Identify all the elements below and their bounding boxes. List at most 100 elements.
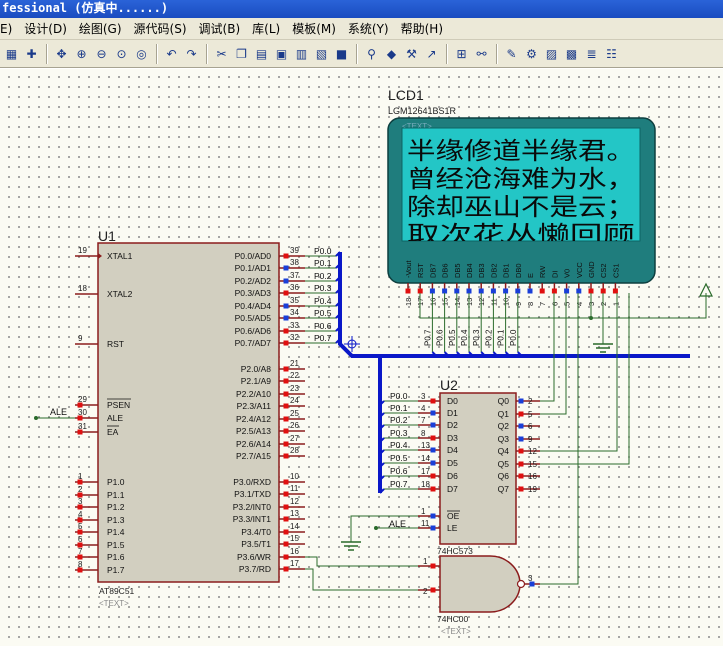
copy-icon[interactable]: ❐ [236,46,247,61]
u2-pin-state-marker [518,486,524,492]
menu-item-6[interactable]: 模板(M) [292,22,336,36]
u2-pin-name: D2 [447,420,458,430]
u1-pin-number: 4 [78,510,83,519]
u1-pin-number: 1 [78,472,83,481]
menu-item-1[interactable]: 设计(D) [24,22,67,36]
packaging-tool-icon[interactable]: ⚒ [406,46,417,61]
wr-to-gate-wire [305,556,418,567]
wire-junction [374,526,378,530]
property-tool-icon[interactable]: ✎ [506,46,517,61]
lcd-pin-name: DB2 [489,263,498,278]
u1-pin-number: 19 [78,246,87,255]
u2-pin-name: Q5 [498,459,510,469]
block-copy-icon[interactable]: ▣ [275,46,288,61]
menu-item-4[interactable]: 调试(B) [198,22,241,36]
block-delete-icon[interactable]: ■ [335,46,348,61]
pick-device-icon[interactable]: ⚲ [367,46,376,61]
u1-pin-state-marker [283,441,289,447]
zoom-all-icon[interactable]: ⊙ [116,46,127,61]
origin-icon[interactable]: ✚ [26,46,37,61]
pan-icon[interactable]: ✥ [56,46,67,61]
u2-part-label: 74HC573 [437,546,473,556]
q5-to-cs1-wire [540,293,630,465]
u2-pin-number: 17 [421,467,430,476]
zoom-out-icon[interactable]: ⊖ [96,46,107,61]
u2-pin-state-marker [430,447,436,453]
menu-item-0[interactable]: E) [0,22,13,36]
lcd-pin-state-marker [429,288,435,294]
u1-pin-name: P3.6/WR [237,552,271,562]
u1-pin-name: P3.3/INT1 [233,514,272,524]
u1-pin-name: P2.1/A9 [241,376,272,386]
block-move-icon[interactable]: ▥ [295,46,308,61]
u1-pin-state-marker [77,492,83,498]
make-device-icon[interactable]: ◆ [386,46,397,61]
u1-pin-state-marker [77,567,83,573]
u2-pin-name: Q6 [498,471,510,481]
u1-pin-number: 25 [290,409,299,418]
block-rotate-icon[interactable]: ▧ [315,46,328,61]
schematic-drawing[interactable]: LCD1LGM12641BS1R<TEXT>半缘修道半缘君。曾经沧海难为水，除却… [0,69,723,646]
u1-pin-name: P2.2/A10 [236,389,271,399]
lcd-pin-name: VCC [575,262,584,278]
u1-pin-name: P0.7/AD7 [235,338,272,348]
u1-pin-state-marker [77,429,83,435]
undo-icon[interactable]: ↶ [166,46,177,61]
search-icon[interactable]: ⚯ [476,46,487,61]
u2-pin-state-marker [430,398,436,404]
u2-net-label: P0.6 [390,466,408,476]
bom-icon[interactable]: ≣ [586,46,597,61]
u1-pin-number: 7 [78,547,83,556]
u1-pin-state-marker [283,378,289,384]
u1-pin-name: P3.2/INT0 [233,502,272,512]
grid-icon[interactable]: ▦ [5,46,18,61]
u2-pin-state-marker [518,436,524,442]
design-explorer-icon[interactable]: ⚙ [526,46,537,61]
remove-sheet-icon[interactable]: ▩ [565,46,578,61]
u1-pin-name: P0.0/AD0 [235,251,272,261]
u1-pin-state-marker [77,479,83,485]
lcd-pin-state-marker [466,288,472,294]
paste-icon[interactable]: ▤ [255,46,268,61]
zoom-in-icon[interactable]: ⊕ [76,46,87,61]
u1-pin-state-marker [283,265,289,271]
zoom-area-icon[interactable]: ◎ [136,46,147,61]
menu-item-2[interactable]: 绘图(G) [78,22,122,36]
lcd-bus-label: P0.5 [448,329,457,346]
u2-pin-name: D7 [447,484,458,494]
u1-pin-state-marker [283,403,289,409]
u1-pin-number: 6 [78,535,83,544]
new-sheet-icon[interactable]: ▨ [545,46,558,61]
lcd-pin-state-marker [490,288,496,294]
u2-pin-state-marker [430,410,436,416]
u1-pin-state-marker [283,554,289,560]
u2-pin-number: 8 [421,429,426,438]
menu-item-8[interactable]: 帮助(H) [400,22,444,36]
u1-pin-number: 28 [290,446,299,455]
nand-gate-body[interactable] [439,555,521,613]
u2-body[interactable] [439,392,517,545]
u1-pin-state-marker [283,566,289,572]
u1-pin-number: 10 [290,472,299,481]
decompose-icon[interactable]: ↗ [426,46,437,61]
wire-autorouter-icon[interactable]: ⊞ [456,46,467,61]
cut-icon[interactable]: ✂ [216,46,227,61]
menu-item-3[interactable]: 源代码(S) [133,22,187,36]
u2-net-label: P0.5 [390,453,408,463]
lcd-pin-name: RST [416,263,425,278]
u2-pin-number: 19 [528,485,537,494]
u1-pin-state-marker [283,504,289,510]
u1-pin-state-marker [283,366,289,372]
u1-pin-state-marker [77,529,83,535]
u1-pin-name: P0.3/AD3 [235,288,272,298]
netlist-icon[interactable]: ☷ [606,46,617,61]
u1-bus-label: P0.2 [314,271,332,281]
redo-icon[interactable]: ↷ [186,46,197,61]
u1-pin-state-marker [77,517,83,523]
u1-pin-name: P0.4/AD4 [235,301,272,311]
u1-body[interactable] [97,242,280,583]
u1-pin-number: 32 [290,333,299,342]
menu-item-7[interactable]: 系统(Y) [347,22,389,36]
menu-item-5[interactable]: 库(L) [252,22,281,36]
